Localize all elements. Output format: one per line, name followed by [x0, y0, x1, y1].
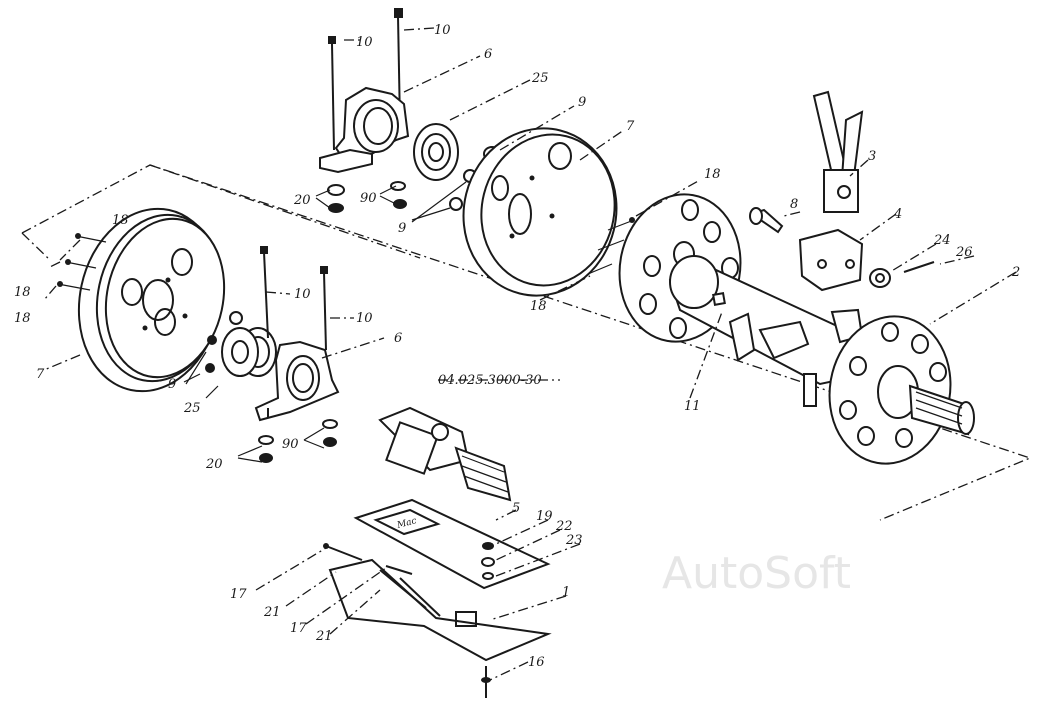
callout-labels: 10 10 6 25 9 7 18 3 8 4 24 26 2 18 11 20… [14, 23, 1020, 670]
callout-22: 22 [555, 519, 573, 534]
callout-25-a: 25 [531, 71, 549, 86]
right-pulley-bolts [587, 217, 635, 275]
callout-2: 2 [1011, 265, 1020, 280]
upper-bearing [413, 123, 501, 211]
callout-9-b: 9 [398, 221, 406, 236]
callout-10-b: 10 [434, 23, 451, 38]
callout-5: 5 [512, 501, 520, 516]
universal-joint [378, 406, 512, 502]
callout-9-c: 9 [168, 377, 176, 392]
callout-7-b: 7 [36, 367, 45, 382]
left-studs [260, 246, 328, 351]
callout-7-a: 7 [626, 119, 635, 134]
callout-23: 23 [565, 533, 583, 548]
left-nuts [258, 419, 338, 463]
mounting-block [798, 228, 864, 292]
callout-21-b: 21 [315, 629, 333, 644]
watermark: AutoSoft [662, 548, 851, 599]
callout-19: 19 [536, 509, 553, 524]
callout-18-c: 18 [112, 213, 129, 228]
callout-18-d: 18 [14, 285, 31, 300]
callout-10-d: 10 [356, 311, 373, 326]
callout-3: 3 [868, 149, 876, 164]
callout-10-a: 10 [356, 35, 373, 50]
callout-18-a: 18 [704, 167, 721, 182]
pin-26 [903, 261, 935, 273]
right-pulley [462, 127, 618, 297]
callout-6-b: 6 [394, 331, 402, 346]
leader-lines [43, 27, 1017, 681]
left-pulley-bolts [57, 233, 107, 291]
callout-17-a: 17 [230, 587, 247, 602]
callout-18-e: 18 [14, 311, 31, 326]
callout-11: 11 [684, 399, 701, 414]
callout-10-c: 10 [294, 287, 311, 302]
callout-90-a: 90 [360, 191, 377, 206]
pin-8 [749, 207, 784, 234]
callout-1: 1 [562, 585, 570, 600]
callout-6-a: 6 [484, 47, 492, 62]
left-pulley [77, 207, 226, 393]
part-number-label: 04.025.3000-30 [438, 373, 542, 388]
callout-24: 24 [933, 233, 951, 248]
callout-25-b: 25 [183, 401, 201, 416]
callout-90-b: 90 [282, 437, 299, 452]
callout-20-b: 20 [205, 457, 223, 472]
left-bearing [205, 311, 277, 377]
assembly-frame-lines [21, 164, 1032, 521]
base-bracket [323, 543, 552, 698]
callout-8: 8 [790, 197, 798, 212]
callout-18-b: 18 [530, 299, 547, 314]
callout-21-a: 21 [263, 605, 281, 620]
upper-nuts [327, 181, 407, 213]
cover-plate: Mac [353, 498, 551, 590]
callout-20-a: 20 [293, 193, 311, 208]
callout-26: 26 [955, 245, 973, 260]
upper-bearing-housing [319, 86, 410, 174]
axle-shaft [618, 193, 975, 465]
washer-24 [869, 268, 891, 288]
callout-16: 16 [528, 655, 545, 670]
callout-4: 4 [893, 207, 902, 222]
left-bearing-housing [254, 340, 340, 422]
callout-9-a: 9 [578, 95, 586, 110]
shift-lever [812, 90, 864, 213]
callout-17-b: 17 [290, 621, 307, 636]
